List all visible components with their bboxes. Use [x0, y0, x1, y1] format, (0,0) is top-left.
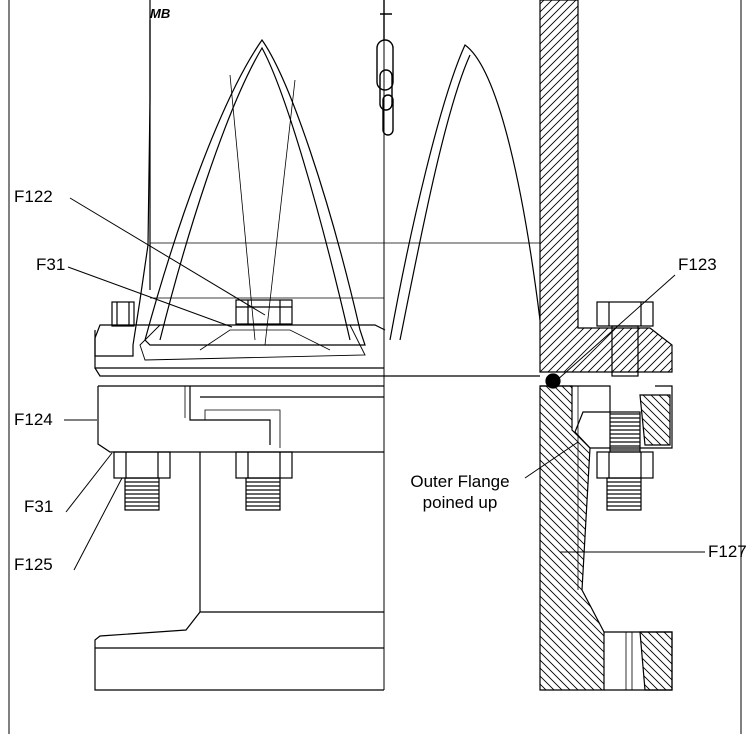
- chain: [376, 0, 394, 136]
- lower-body: [94, 452, 384, 691]
- label-f125: F125: [14, 555, 53, 574]
- vane-right: [389, 44, 541, 341]
- vessel-wall-section: [539, 0, 673, 373]
- label-f123: F123: [678, 255, 717, 274]
- bolt-bottom-center: [235, 451, 293, 511]
- upper-flange: [94, 330, 540, 377]
- leader-lines: [64, 197, 705, 571]
- bolt-top-left: [111, 301, 135, 327]
- bolt-top-center: [235, 299, 293, 325]
- flange-f124: [97, 385, 384, 453]
- bolt-bottom-left: [113, 451, 171, 511]
- lower-wall-section: [539, 385, 605, 691]
- logo-mark: MB: [150, 6, 171, 21]
- label-f31-top: F31: [36, 255, 66, 274]
- label-f31-bottom: F31: [24, 497, 54, 516]
- label-f127: F127: [708, 542, 747, 561]
- label-outer-flange-line2: poined up: [422, 493, 498, 512]
- label-f122: F122: [14, 187, 53, 206]
- label-f124: F124: [14, 410, 53, 429]
- label-outer-flange-line1: Outer Flange: [410, 472, 510, 491]
- vane-left: [144, 38, 366, 346]
- bolt-bottom-right: [596, 411, 654, 511]
- drawing-border: [8, 0, 742, 734]
- o-ring: [545, 373, 561, 389]
